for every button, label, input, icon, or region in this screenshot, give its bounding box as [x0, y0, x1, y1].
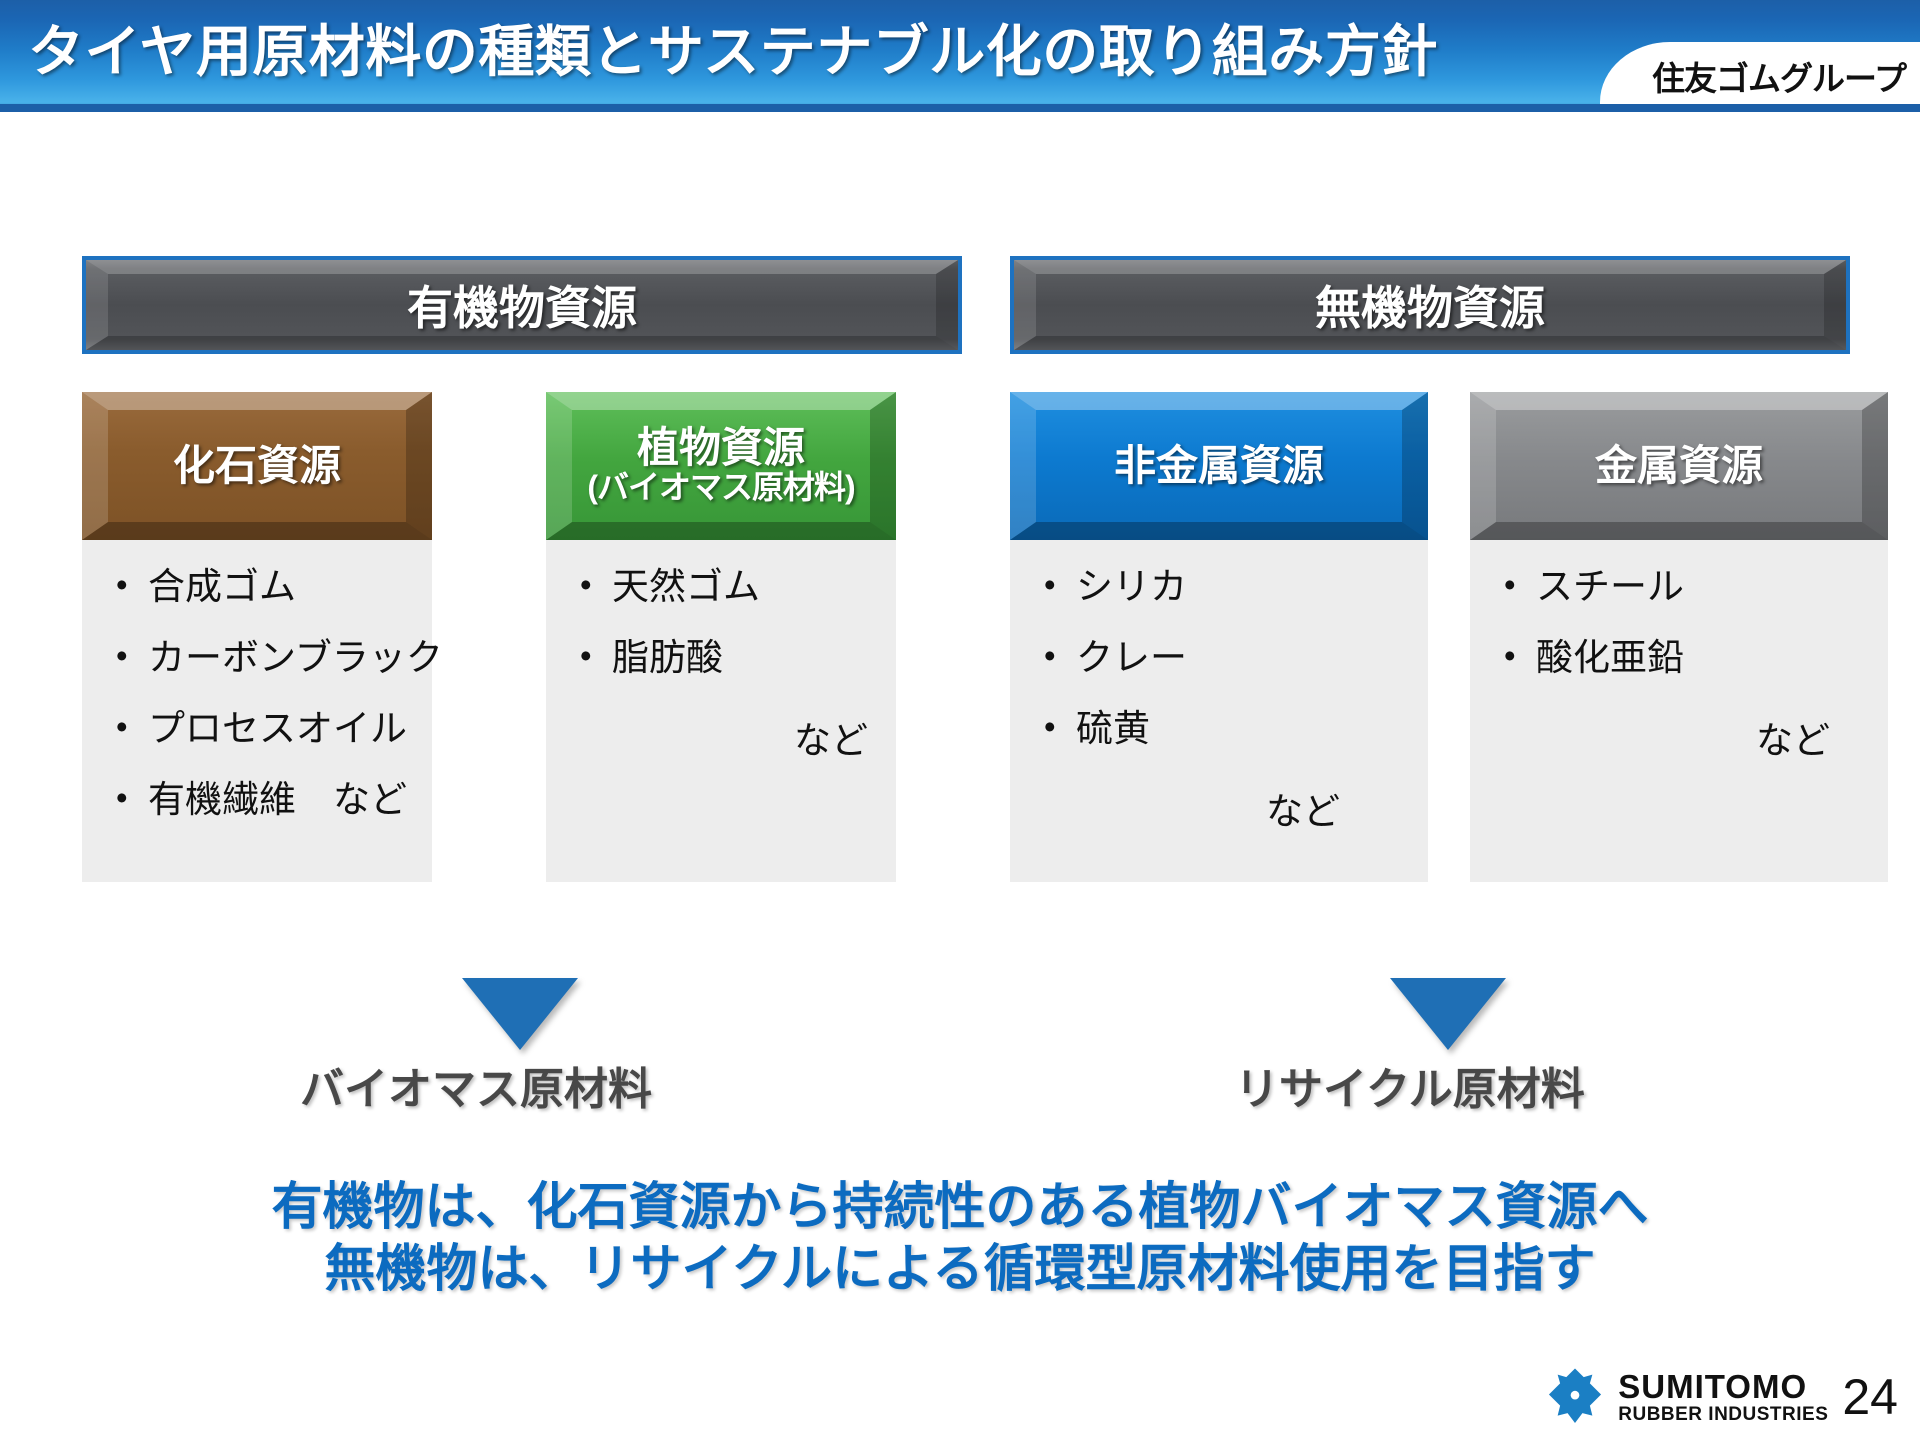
- list-item-label: 硫黄: [1076, 708, 1150, 749]
- sumitomo-wordmark: SUMITOMO RUBBER INDUSTRIES: [1618, 1370, 1828, 1424]
- bullet-icon: •: [1044, 637, 1056, 674]
- bullet-icon: •: [1044, 708, 1056, 745]
- list-item: • スチール: [1470, 566, 1888, 607]
- page-number: 24: [1842, 1369, 1898, 1425]
- group-header-inorganic: 無機物資源: [1010, 256, 1850, 354]
- group-header-inorganic-label: 無機物資源: [1315, 282, 1545, 334]
- arrow-label-recycle: リサイクル原材料: [1235, 1065, 1585, 1114]
- list-item: • 合成ゴム: [82, 566, 432, 607]
- list-item: • 脂肪酸: [546, 637, 896, 678]
- bullet-icon: •: [1044, 566, 1056, 603]
- list-item-label: 酸化亜鉛: [1536, 637, 1684, 678]
- category-column-nonmetal: 非金属資源 • シリカ • クレー • 硫黄 など: [1010, 392, 1428, 882]
- bullet-icon: •: [580, 637, 592, 674]
- category-title-plant: 植物資源: [636, 424, 805, 472]
- etc-label-nonmetal: など: [1266, 791, 1340, 832]
- category-column-fossil: 化石資源 • 合成ゴム • カーボンブラック • プロセスオイル • 有機繊維 …: [82, 392, 443, 882]
- list-item: • カーボンブラック: [82, 637, 443, 676]
- list-item: • 酸化亜鉛: [1470, 637, 1888, 678]
- category-header-metal: 金属資源: [1470, 392, 1888, 540]
- list-item-label: 合成ゴム: [148, 566, 296, 607]
- bullet-icon: •: [1504, 566, 1516, 603]
- list-item: • プロセスオイル: [82, 708, 432, 749]
- bullet-icon: •: [116, 566, 128, 603]
- list-item: • 有機繊維 など: [82, 779, 432, 820]
- list-item: • クレー: [1010, 637, 1428, 678]
- down-arrow-icon-recycle: [1390, 978, 1506, 1050]
- page-title: タイヤ用原材料の種類とサステナブル化の取り組み方針: [28, 20, 1438, 83]
- company-name-line-1: SUMITOMO: [1618, 1368, 1808, 1405]
- title-bar: タイヤ用原材料の種類とサステナブル化の取り組み方針 住友ゴムグループ: [0, 0, 1920, 110]
- group-header-organic: 有機物資源: [82, 256, 962, 354]
- sumitomo-diamond-logo-icon: [1549, 1368, 1602, 1424]
- bullet-icon: •: [580, 566, 592, 603]
- category-subtitle-plant: (バイオマス原材料): [587, 469, 855, 506]
- brand-tab-label: 住友ゴムグループ: [1651, 60, 1907, 97]
- list-item-label: 天然ゴム: [612, 566, 760, 607]
- category-title-metal: 金属資源: [1594, 441, 1763, 489]
- list-item-label: クレー: [1076, 637, 1187, 678]
- footer: SUMITOMO RUBBER INDUSTRIES 24: [1544, 1366, 1898, 1428]
- brand-tab: 住友ゴムグループ: [1600, 42, 1920, 110]
- down-arrow-icon-biomass: [462, 978, 578, 1050]
- bullet-icon: •: [116, 708, 128, 745]
- list-item-label: シリカ: [1076, 566, 1187, 607]
- list-item-label: 有機繊維 など: [148, 779, 407, 820]
- category-body-nonmetal: • シリカ • クレー • 硫黄 など: [1010, 540, 1428, 882]
- category-body-metal: • スチール • 酸化亜鉛 など: [1470, 540, 1888, 882]
- title-bar-underline: [0, 104, 1920, 112]
- category-body-plant: • 天然ゴム • 脂肪酸 など: [546, 540, 896, 882]
- category-header-plant: 植物資源 (バイオマス原材料): [546, 392, 896, 540]
- etc-label-plant: など: [794, 720, 868, 761]
- category-title-nonmetal: 非金属資源: [1113, 441, 1324, 489]
- list-item: • 硫黄: [1010, 708, 1428, 749]
- bullet-icon: •: [1504, 637, 1516, 674]
- bullet-icon: •: [116, 779, 128, 816]
- list-item-label: 脂肪酸: [612, 637, 723, 678]
- group-header-organic-label: 有機物資源: [407, 282, 637, 334]
- category-body-fossil: • 合成ゴム • カーボンブラック • プロセスオイル • 有機繊維 など: [82, 540, 443, 882]
- category-title-fossil: 化石資源: [172, 441, 341, 489]
- arrow-label-biomass: バイオマス原材料: [300, 1065, 652, 1114]
- company-name-line-2: RUBBER INDUSTRIES: [1618, 1404, 1829, 1425]
- list-item: • シリカ: [1010, 566, 1428, 607]
- category-column-metal: 金属資源 • スチール • 酸化亜鉛 など: [1470, 392, 1888, 882]
- conclusion-line-2: 無機物は、リサイクルによる循環型原材料使用を目指す: [324, 1240, 1596, 1298]
- list-item: • 天然ゴム: [546, 566, 896, 607]
- list-item-label: プロセスオイル: [148, 708, 407, 749]
- category-header-nonmetal: 非金属資源: [1010, 392, 1428, 540]
- etc-label-metal: など: [1756, 720, 1830, 761]
- category-column-plant: 植物資源 (バイオマス原材料) • 天然ゴム • 脂肪酸 など: [546, 392, 896, 882]
- category-header-fossil: 化石資源: [82, 392, 432, 540]
- conclusion-text: 有機物は、化石資源から持続性のある植物バイオマス資源へ 無機物は、リサイクルによ…: [0, 1176, 1920, 1300]
- conclusion-line-1: 有機物は、化石資源から持続性のある植物バイオマス資源へ: [271, 1178, 1649, 1235]
- bullet-icon: •: [116, 637, 128, 674]
- list-item-label: スチール: [1536, 566, 1684, 607]
- list-item-label: カーボンブラック: [148, 637, 443, 678]
